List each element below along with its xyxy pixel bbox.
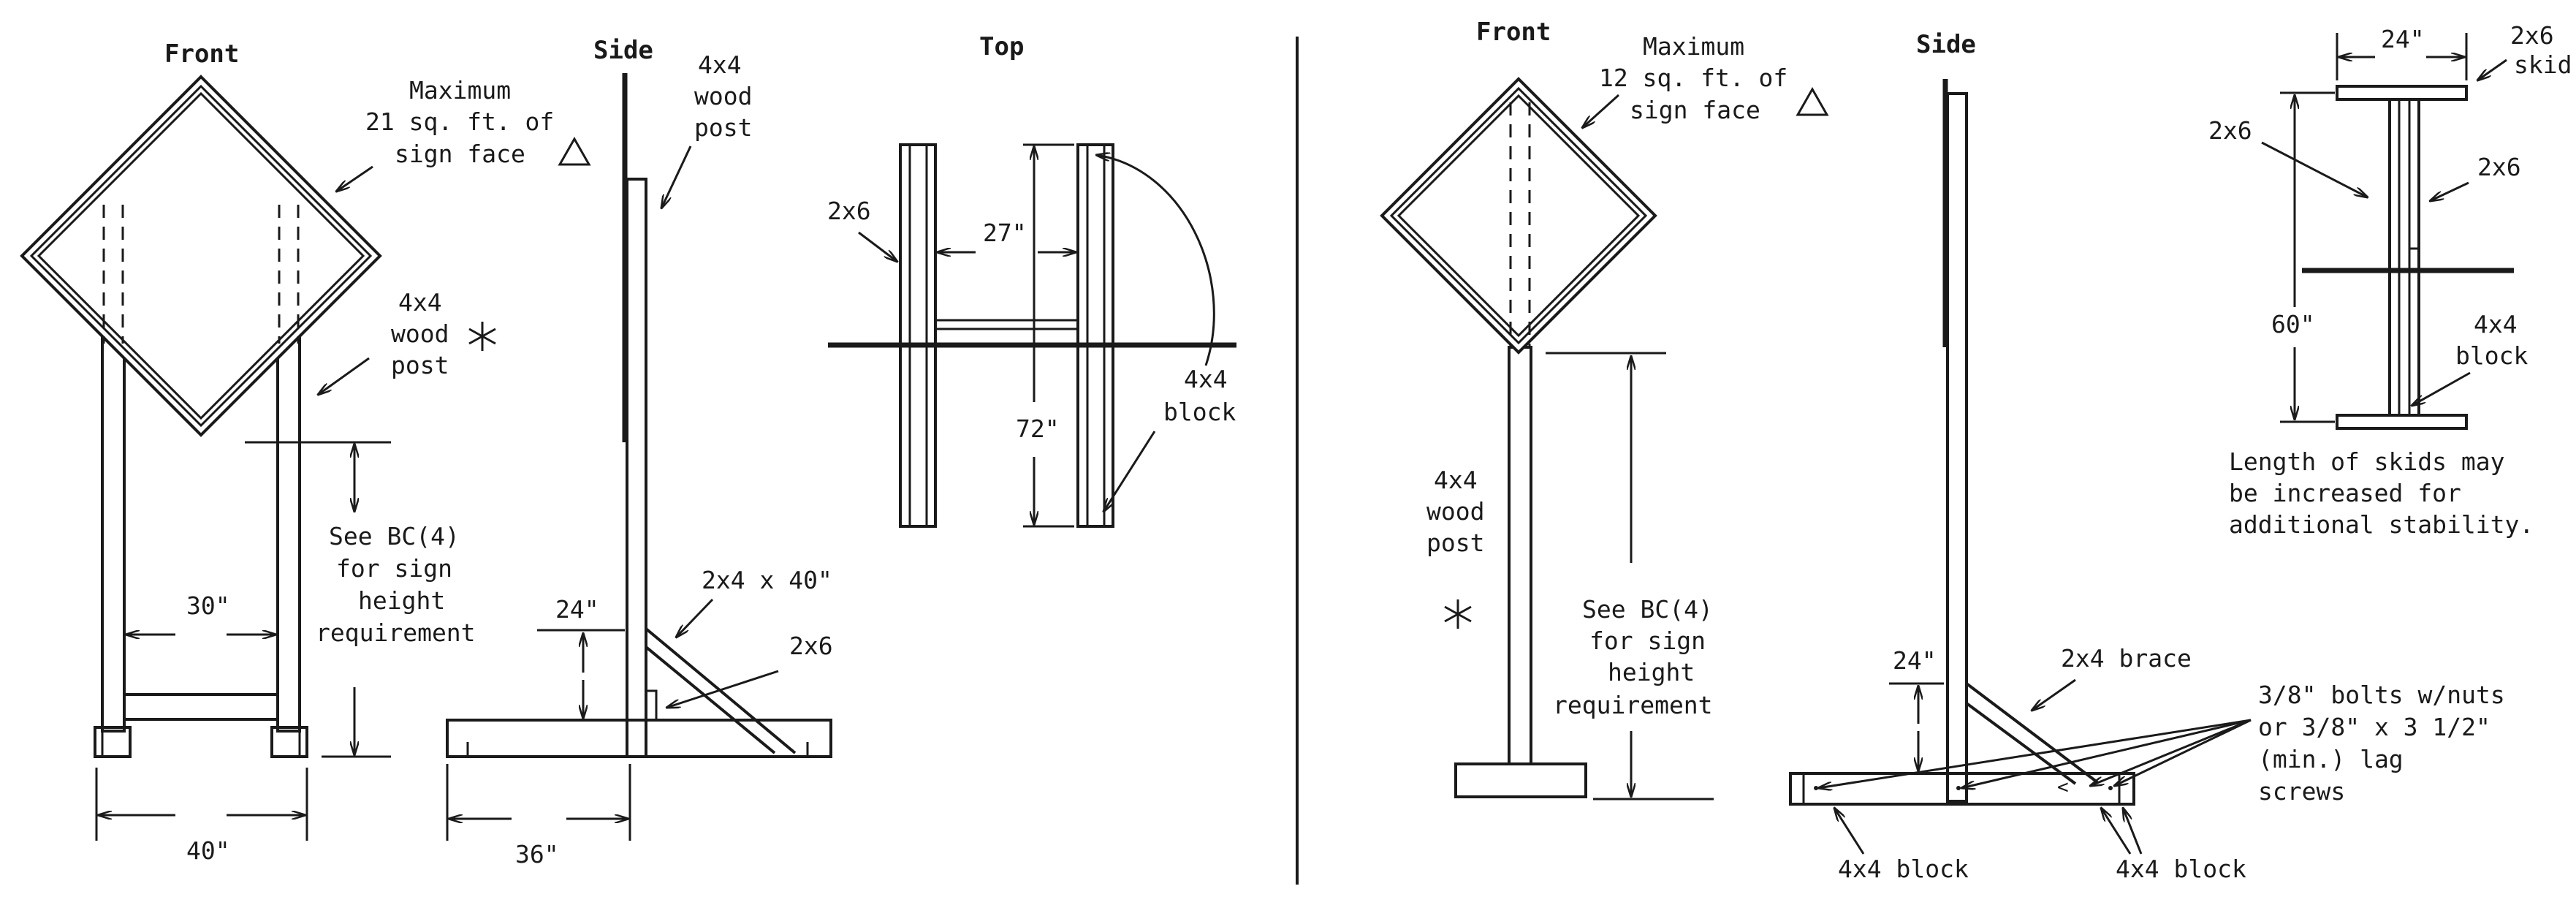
right-front-sign-diamond: [1380, 77, 1657, 355]
left-top-title: Top: [979, 32, 1024, 61]
left-front-note-post-2: wood: [391, 319, 449, 348]
left-top-note-block-1: 4x4: [1184, 365, 1228, 393]
right-side-brace: [1965, 682, 2099, 784]
left-top-dim-inner: 27": [983, 219, 1027, 247]
left-top-dim-length: 72": [1016, 415, 1060, 443]
right-front-note-height-4: requirement: [1553, 691, 1713, 719]
right-front-triangle-icon: [1796, 86, 1829, 116]
right-top-note-skids-3: additional stability.: [2229, 510, 2534, 539]
left-side-note-brace: 2x4 x 40": [702, 566, 832, 594]
left-front-note-height-2: for sign: [336, 554, 452, 583]
left-front-dim-inner: 30": [186, 591, 230, 620]
right-top-view: 24" 2x6 skid 2x6 2x6 60" 4x4 block Lengt…: [2208, 21, 2572, 539]
right-front-note-height-1: See BC(4): [1582, 595, 1713, 624]
left-front-crossbar: [123, 693, 279, 721]
left-side-dim-base: 36": [515, 840, 559, 868]
left-top-note-block-2: block: [1163, 398, 1236, 426]
right-side-note-block-left: 4x4 block: [1838, 855, 1969, 883]
right-top-dim-width: 24": [2381, 25, 2425, 53]
left-top-view: Top 2x6 27" 72" 4x4 block: [827, 32, 1236, 528]
right-front-title: Front: [1476, 18, 1551, 47]
left-front-note-height-1: See BC(4): [329, 522, 460, 550]
left-front-view: Front Maximum 21 sq. ft. of sign face 4x…: [20, 39, 591, 865]
right-front-note-sqft: 12 sq. ft. of: [1599, 64, 1787, 92]
left-front-base-left: [94, 726, 132, 758]
right-top-note-block-1: 4x4: [2474, 310, 2518, 338]
left-front-sign-diamond: [20, 75, 382, 437]
right-top-dim-length: 60": [2271, 310, 2315, 338]
right-side-view: Side < 24" 2x4 brace 3/8" bolts w/nuts o…: [1789, 30, 2505, 883]
left-side-note-post-1: 4x4: [698, 50, 742, 79]
right-side-note-bolts-3: (min.) lag: [2258, 745, 2404, 773]
left-front-asterisk-icon: [468, 322, 496, 351]
right-front-note-post-3: post: [1426, 529, 1484, 557]
left-front-note-height-3: height: [358, 586, 445, 615]
left-side-title: Side: [593, 36, 653, 65]
right-side-post: [1946, 92, 1968, 803]
left-side-view: Side 4x4 wood post 2x4 x 40" 2x6 24" 36": [446, 36, 833, 868]
right-side-note-bolts-4: screws: [2258, 777, 2345, 806]
left-front-dim-base: 40": [186, 836, 230, 865]
left-side-dim-height: 24": [555, 595, 599, 624]
right-top-note-rail-right: 2x6: [2477, 153, 2521, 181]
right-front-note-max: Maximum: [1643, 32, 1744, 61]
right-side-note-brace: 2x4 brace: [2061, 644, 2192, 673]
svg-text:<: <: [2057, 776, 2069, 798]
right-front-note-post-2: wood: [1426, 497, 1484, 526]
right-top-rails: [2388, 98, 2420, 417]
right-front-note-post-1: 4x4: [1434, 466, 1478, 494]
right-top-note-rail-left: 2x6: [2208, 116, 2252, 145]
left-front-note-face: sign face: [395, 140, 525, 168]
right-front-post: [1508, 346, 1532, 765]
right-top-note-skid-2: skid: [2514, 50, 2572, 79]
right-side-title: Side: [1916, 30, 1976, 59]
right-front-view: Front Maximum 12 sq. ft. of sign face 4x…: [1380, 18, 1829, 801]
right-side-note-bolts-2: or 3/8" x 3 1/2": [2258, 713, 2490, 741]
left-top-rail-left: [899, 143, 937, 528]
left-top-rail-right: [1076, 143, 1114, 528]
left-front-title: Front: [164, 39, 239, 69]
right-side-skid: [1789, 772, 2135, 806]
right-top-note-skid-1: 2x6: [2510, 21, 2554, 50]
right-top-note-skids-1: Length of skids may: [2229, 447, 2505, 476]
right-top-skid-top: [2336, 85, 2468, 101]
right-front-asterisk-icon: [1444, 599, 1472, 629]
right-front-note-height-2: for sign: [1589, 627, 1706, 655]
left-top-note-rail: 2x6: [827, 197, 871, 225]
left-side-post: [626, 178, 647, 758]
right-front-note-face: sign face: [1630, 96, 1760, 124]
right-front-base: [1454, 762, 1587, 798]
right-top-note-skids-2: be increased for: [2229, 479, 2461, 507]
left-side-note-post-3: post: [694, 113, 752, 142]
left-front-note-height-4: requirement: [316, 618, 476, 647]
right-top-skid-bottom: [2336, 414, 2468, 430]
right-top-note-block-2: block: [2455, 341, 2528, 370]
right-side-note-bolts-1: 3/8" bolts w/nuts: [2258, 681, 2505, 709]
left-front-base-right: [270, 726, 308, 758]
left-front-triangle-icon: [558, 136, 591, 166]
left-front-note-post-1: 4x4: [398, 288, 442, 317]
right-side-note-block-right: 4x4 block: [2116, 855, 2246, 883]
left-front-note-max: Maximum: [409, 76, 511, 105]
left-side-note-post-2: wood: [694, 82, 752, 110]
left-side-note-skid: 2x6: [789, 632, 833, 660]
left-front-note-post-3: post: [391, 351, 449, 379]
right-front-note-height-3: height: [1608, 658, 1695, 686]
left-front-note-sqft: 21 sq. ft. of: [365, 107, 554, 136]
right-side-dim-height: 24": [1893, 646, 1937, 675]
left-side-skid: [446, 719, 832, 758]
